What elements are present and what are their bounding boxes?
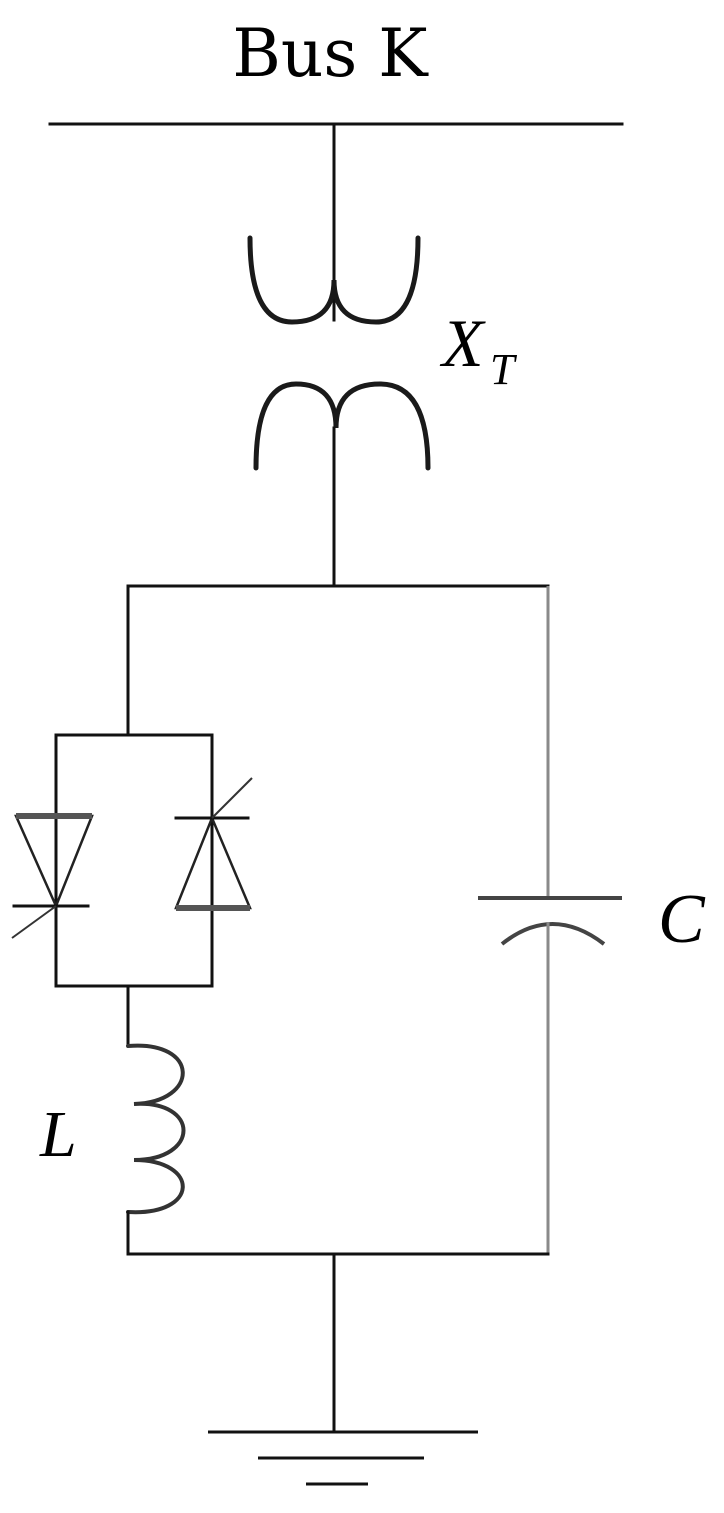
transformer-label-subscript: T bbox=[490, 345, 518, 394]
thyristor-left-icon bbox=[11, 813, 94, 939]
capacitor-plate-bottom bbox=[500, 922, 606, 946]
ground-icon bbox=[208, 1430, 478, 1486]
inductor-label: L bbox=[39, 1098, 77, 1171]
transformer-label: X bbox=[439, 305, 486, 381]
transformer-secondary-winding bbox=[253, 381, 431, 471]
thyristor-right-icon bbox=[174, 777, 253, 911]
capacitor-label: C bbox=[658, 881, 706, 958]
inductor-icon bbox=[126, 1043, 186, 1215]
transformer-primary-winding bbox=[247, 235, 421, 325]
bus-label: Bus K bbox=[232, 15, 429, 92]
